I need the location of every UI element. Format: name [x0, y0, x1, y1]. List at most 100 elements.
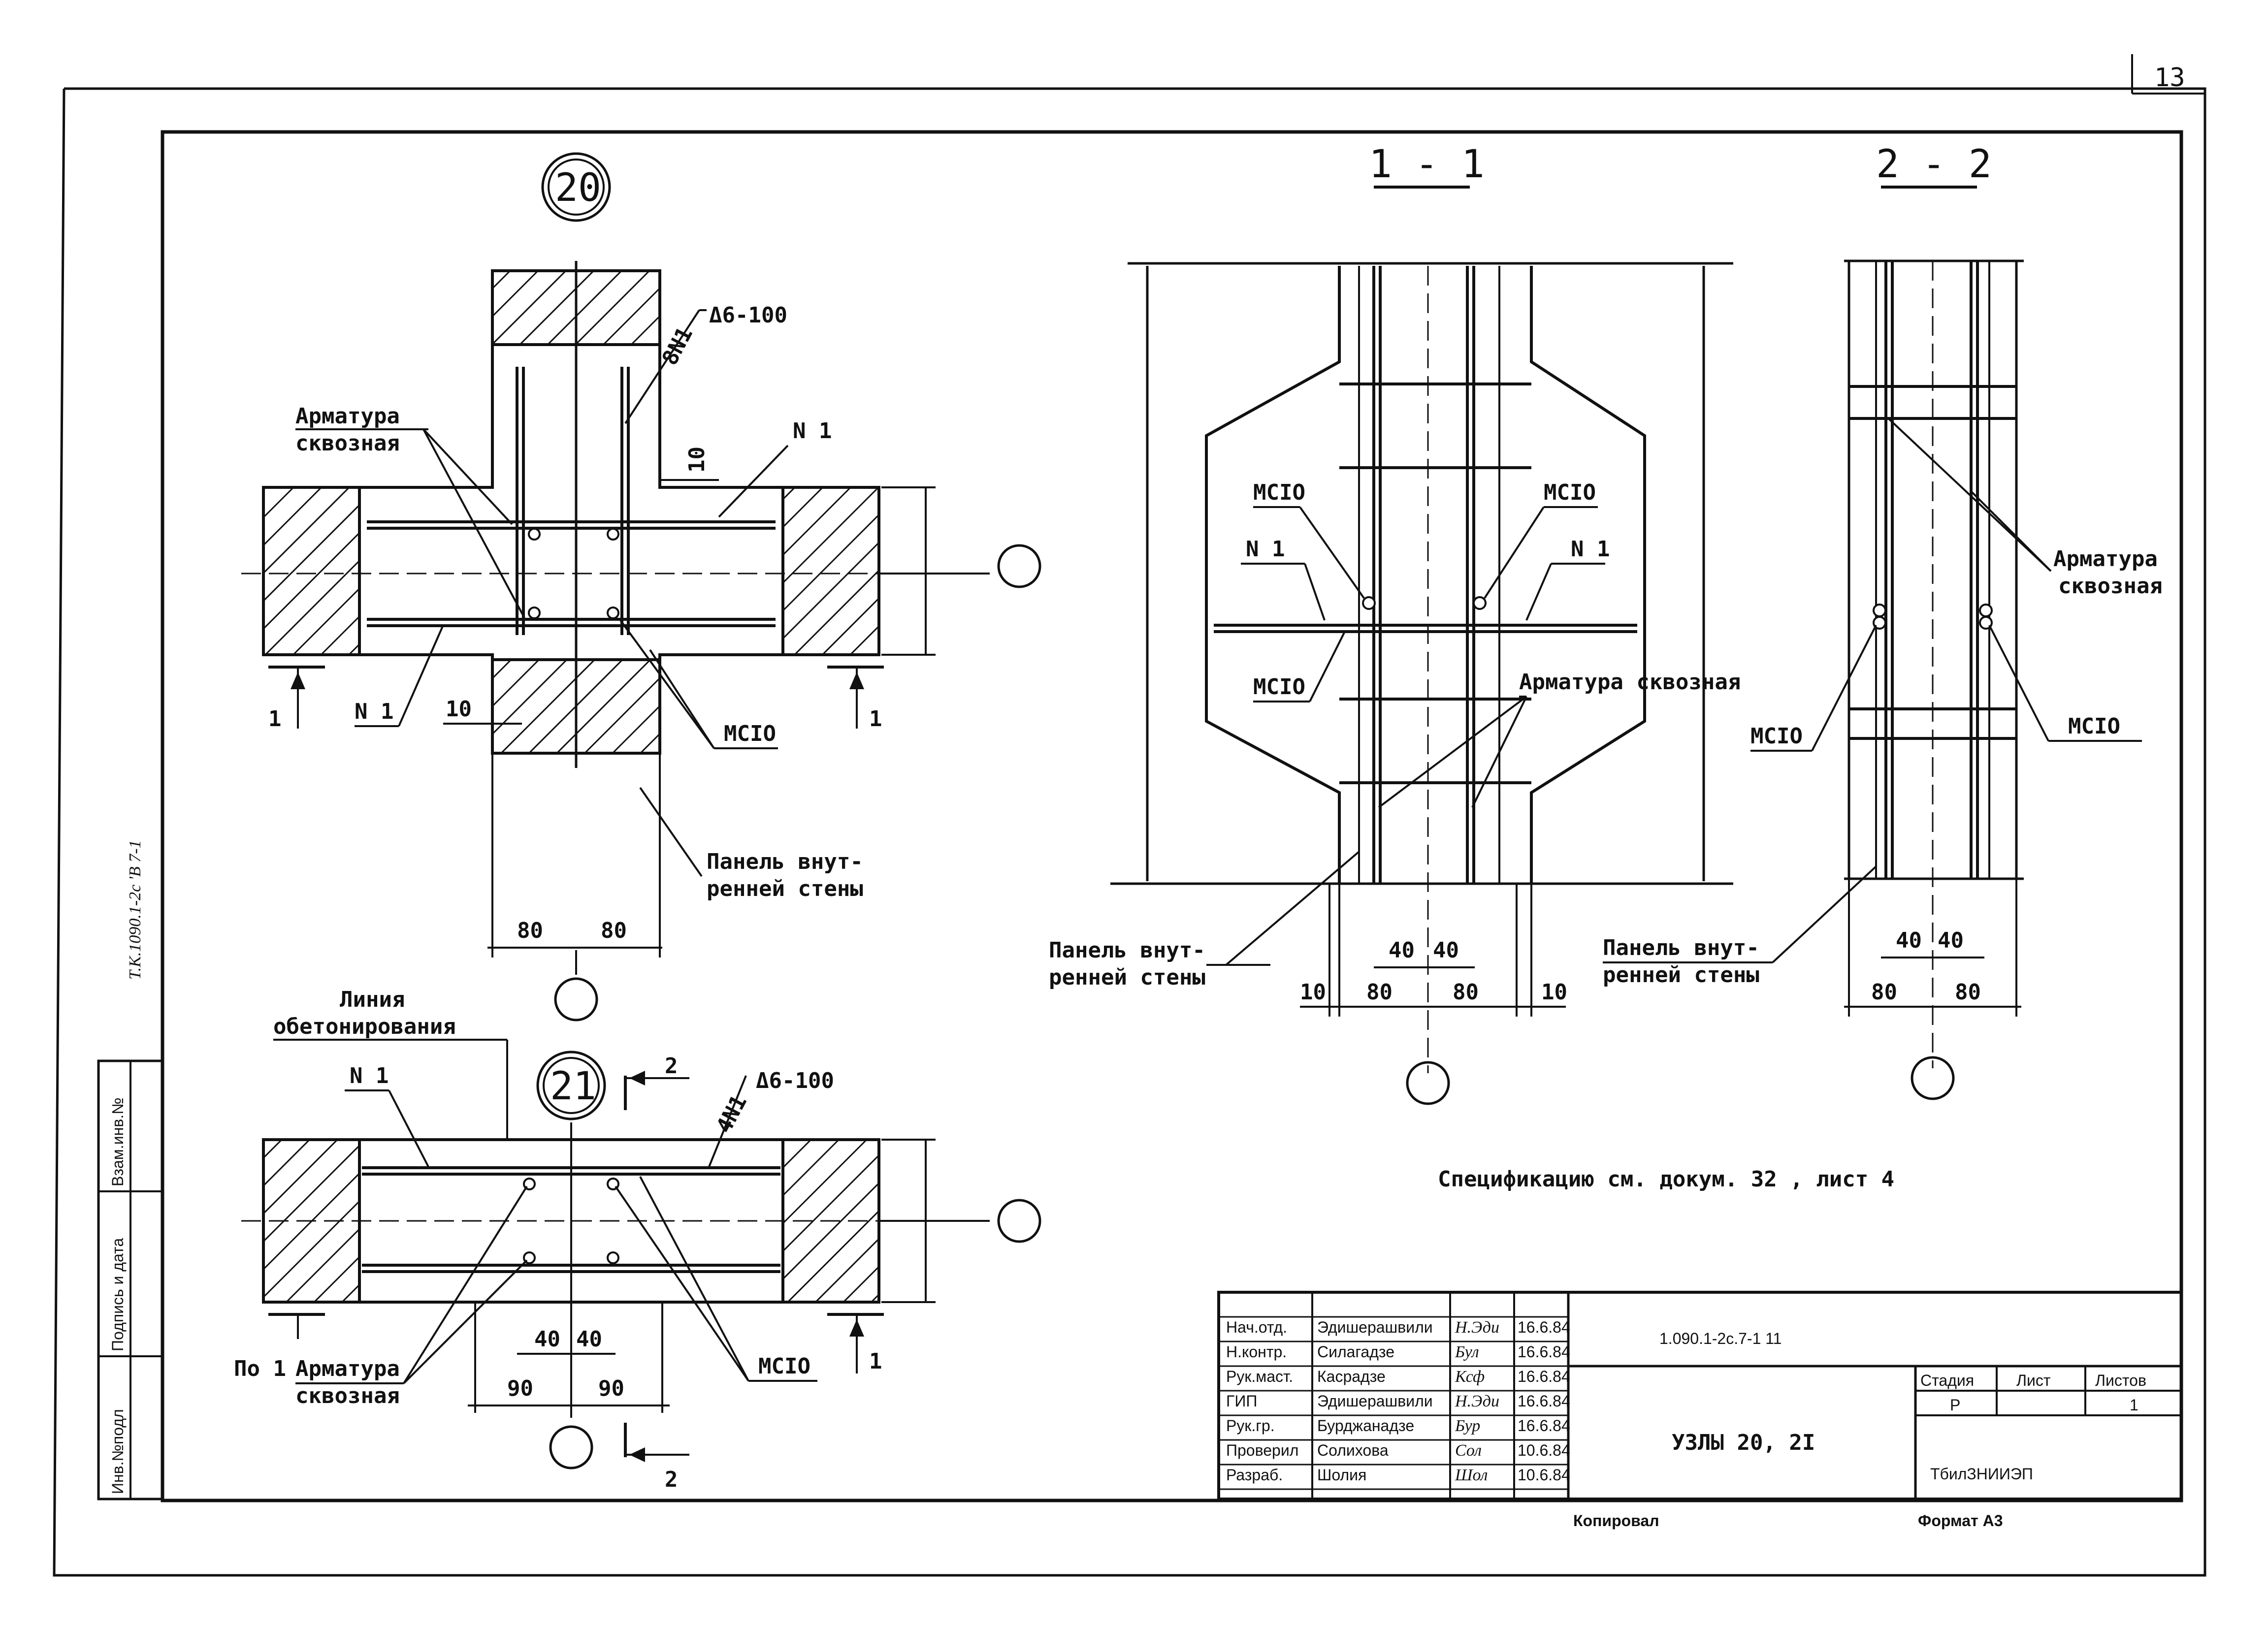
n20-skvoznaya: сквозная [295, 431, 400, 456]
sheets-header: Листов [2095, 1372, 2146, 1389]
node-20-marker: 20 [555, 166, 601, 210]
title-row-sig: Бур [1455, 1417, 1480, 1435]
s11-msio-tr: МСIO [1544, 480, 1596, 505]
title-row-role: Разраб. [1226, 1466, 1283, 1484]
n20-panel2: ренней стены [707, 876, 863, 901]
title-row-role: ГИП [1226, 1392, 1257, 1410]
copied-label: Копировал [1573, 1512, 1659, 1530]
n20-n1-left: N 1 [355, 699, 393, 724]
title-row-sig: Бул [1455, 1343, 1479, 1361]
n21-rebar-top: 4N1 [712, 1091, 752, 1137]
drawing-title: УЗЛЫ 20, 2I [1672, 1430, 1815, 1455]
n21-dim90-left: 90 [507, 1376, 533, 1401]
title-row-date: 16.6.84 [1518, 1392, 1570, 1410]
n21-cut2-bot: 2 [665, 1467, 678, 1492]
title-row-sig: Сол [1455, 1441, 1482, 1460]
s11-armatura: Арматура сквозная [1519, 670, 1741, 695]
side-margin-1: Инв.№подл [109, 1409, 127, 1494]
side-stamp: Т.К.1090.1-2с 'В 7-1 [126, 840, 144, 980]
title-row-sig: Ксф [1455, 1368, 1485, 1386]
side-margin-2: Подпись и дата [109, 1238, 127, 1351]
n20-dim80-right: 80 [601, 918, 627, 943]
s11-dim40-1: 40 [1389, 938, 1415, 963]
title-row-date: 16.6.84 [1518, 1343, 1570, 1361]
title-row-date: 16.6.84 [1518, 1368, 1570, 1385]
s22-panel2: ренней стены [1603, 962, 1759, 988]
s11-panel2: ренней стены [1049, 965, 1205, 990]
n20-rebar-spec: Δ6-100 [709, 303, 787, 328]
node-20: 20 [241, 152, 1041, 1021]
n21-dim40-left: 40 [534, 1327, 560, 1352]
n20-dim80-left: 80 [517, 918, 543, 943]
title-row-date: 16.6.84 [1518, 1417, 1570, 1435]
sheet-header: Лист [2016, 1372, 2051, 1389]
n21-rebar-spec: Δ6-100 [756, 1068, 834, 1093]
n20-cut1-left: 1 [268, 706, 282, 732]
side-margin: Инв.№подл Подпись и дата Взам.инв.№ Т.К.… [97, 840, 164, 1500]
stage-header: Стадия [1920, 1372, 1974, 1389]
s22-msio-left: МСIO [1750, 724, 1803, 749]
n20-armatura: Арматура [295, 404, 400, 429]
n21-dim90-right: 90 [598, 1376, 624, 1401]
n21-skvoznaya: сквозная [295, 1383, 400, 1408]
title-row-name: Касрадзе [1317, 1368, 1386, 1385]
s11-dim80-left: 80 [1366, 980, 1393, 1005]
title-row-role: Рук.маст. [1226, 1368, 1293, 1385]
title-row-name: Эдишерашвили [1317, 1318, 1433, 1336]
title-row-role: Н.контр. [1226, 1343, 1287, 1361]
stage-value: Р [1950, 1396, 1960, 1414]
title-row-date: 10.6.84 [1518, 1466, 1570, 1484]
title-row-name: Солихова [1317, 1441, 1389, 1459]
s22-skvoznaya: сквозная [2058, 574, 2163, 599]
s22-dim80-2: 80 [1955, 980, 1981, 1005]
n20-rebar-top: 8N1 [657, 323, 698, 369]
s22-dim40-2: 40 [1938, 928, 1964, 953]
format-label: Формат А3 [1918, 1512, 2003, 1530]
title-row-sig: Н.Эди [1455, 1318, 1499, 1337]
title-row-name: Бурджанадзе [1317, 1417, 1414, 1435]
doc-code: 1.090.1-2с.7-1 11 [1659, 1330, 1782, 1347]
s11-dim80-right: 80 [1453, 980, 1479, 1005]
s22-panel1: Панель внут- [1603, 935, 1759, 960]
section-2-2: 2 - 2 Арматура сквозная МСIO МС [1603, 142, 2163, 1100]
sheet-frame: 13 [53, 54, 2206, 1577]
n20-msio: МСIO [724, 721, 776, 746]
s11-panel1: Панель внут- [1049, 938, 1205, 963]
n21-po1: По 1 [234, 1356, 286, 1381]
s22-dim80-1: 80 [1871, 980, 1897, 1005]
section-1-1: 1 - 1 МСIO МСIO N [1049, 142, 1741, 1105]
n20-n1-right: N 1 [793, 418, 832, 444]
node-21: 21 40 40 90 90 [234, 987, 1041, 1492]
title-row-role: Проверил [1226, 1441, 1298, 1459]
spec-note: Спецификацию см. докум. 32 , лист 4 [1438, 1167, 1894, 1192]
title-row-date: 10.6.84 [1518, 1441, 1570, 1459]
title-row-sig: Н.Эди [1455, 1392, 1499, 1410]
s22-dim40-1: 40 [1896, 928, 1922, 953]
n20-cut1-right: 1 [869, 706, 882, 732]
n21-msio: МСIO [758, 1354, 810, 1379]
n21-n1: N 1 [350, 1063, 389, 1088]
s22-msio-right: МСIO [2068, 714, 2120, 739]
title-row-name: Эдишерашвили [1317, 1392, 1433, 1410]
s11-n1-left: N 1 [1246, 537, 1285, 562]
n21-line1: Линия [340, 987, 405, 1012]
n20-dim10-top: 10 [684, 447, 710, 473]
n21-cut2-top: 2 [665, 1053, 678, 1079]
n21-armatura: Арматура [295, 1356, 400, 1381]
n20-panel1: Панель внут- [707, 849, 863, 874]
s11-dim40-2: 40 [1433, 938, 1459, 963]
title-row-role: Рук.гр. [1226, 1417, 1275, 1435]
title-row-date: 16.6.84 [1518, 1318, 1570, 1336]
sheets-value: 1 [2130, 1396, 2138, 1414]
s11-dim10-left: 10 [1300, 980, 1326, 1005]
title-row-name: Силагадзе [1317, 1343, 1394, 1361]
s11-dim10-right: 10 [1541, 980, 1567, 1005]
title-row-role: Нач.отд. [1226, 1318, 1287, 1336]
s22-title: 2 - 2 [1876, 142, 1992, 187]
title-row-sig: Шол [1455, 1466, 1488, 1484]
n21-dim40-right: 40 [576, 1327, 602, 1352]
node-21-marker: 21 [550, 1064, 596, 1109]
side-margin-3: Взам.инв.№ [109, 1098, 127, 1186]
